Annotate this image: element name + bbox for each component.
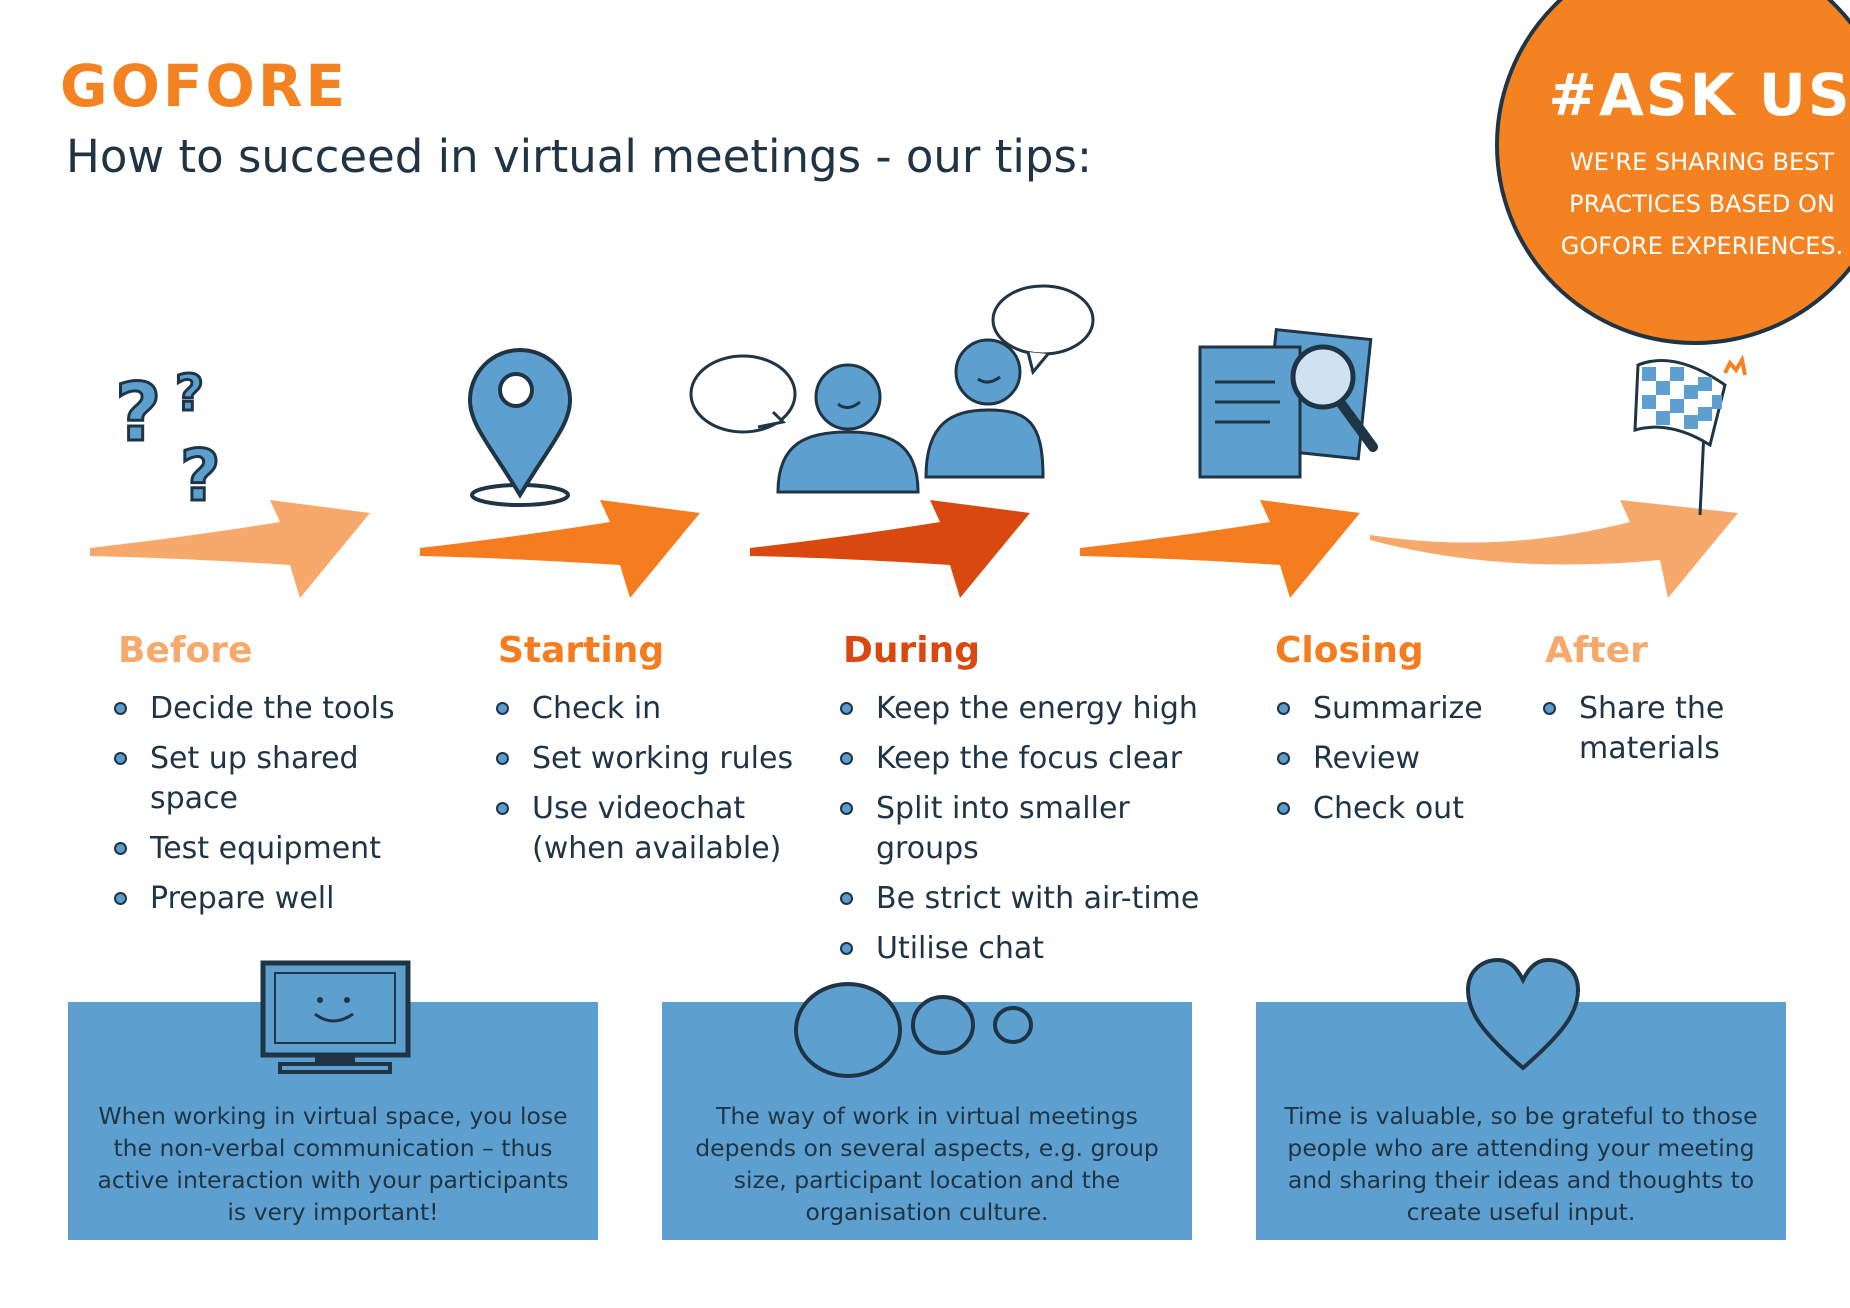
arrow-during xyxy=(750,500,1030,598)
list-item: Test equipment xyxy=(114,829,454,869)
tips-list-during: Keep the energy high Keep the focus clea… xyxy=(840,689,1240,979)
stage-heading-closing: Closing xyxy=(1275,630,1424,671)
card-text: The way of work in virtual meetings depe… xyxy=(695,1102,1159,1226)
people-chatting-icon xyxy=(689,284,1095,494)
svg-text:?: ? xyxy=(175,364,204,422)
bullet-icon xyxy=(496,702,509,715)
list-item: Check in xyxy=(496,689,796,729)
card-text: Time is valuable, so be grateful to thos… xyxy=(1284,1102,1758,1226)
list-item: Summarize xyxy=(1277,689,1517,729)
arrow-closing xyxy=(1080,500,1360,598)
info-card-nonverbal: When working in virtual space, you lose … xyxy=(68,1002,598,1240)
stage-heading-before: Before xyxy=(118,630,253,671)
bullet-icon xyxy=(114,702,127,715)
list-item: Set up shared space xyxy=(114,739,454,819)
list-item: Keep the focus clear xyxy=(840,739,1240,779)
bullet-icon xyxy=(840,702,853,715)
page-title: How to succeed in virtual meetings - our… xyxy=(66,130,1093,183)
location-pin-icon xyxy=(467,348,573,507)
bullet-icon xyxy=(1277,702,1290,715)
arrow-before xyxy=(90,500,370,598)
bullet-icon xyxy=(496,752,509,765)
tips-list-after: Share the materials xyxy=(1543,689,1743,779)
badge-line: GOFORE EXPERIENCES. xyxy=(1561,232,1844,260)
question-marks-icon: ? ? ? xyxy=(114,363,223,519)
list-item: Review xyxy=(1277,739,1517,779)
smiling-monitor-icon xyxy=(260,960,411,1074)
arrow-starting xyxy=(420,500,700,598)
tips-list-before: Decide the tools Set up shared space Tes… xyxy=(114,689,454,929)
list-item: Keep the energy high xyxy=(840,689,1240,729)
stage-heading-after: After xyxy=(1545,630,1648,671)
list-item: Decide the tools xyxy=(114,689,454,729)
tips-list-closing: Summarize Review Check out xyxy=(1277,689,1517,839)
bullet-icon xyxy=(496,802,509,815)
checkered-flag-icon xyxy=(1633,354,1747,516)
tips-list-starting: Check in Set working rules Use videochat… xyxy=(496,689,796,879)
documents-magnifier-icon xyxy=(1198,327,1378,479)
svg-text:?: ? xyxy=(115,366,161,459)
card-text: When working in virtual space, you lose … xyxy=(97,1102,569,1226)
thought-bubbles-icon xyxy=(794,982,1033,1078)
list-item: Split into smaller groups xyxy=(840,789,1240,869)
list-item: Check out xyxy=(1277,789,1517,829)
list-item: Set working rules xyxy=(496,739,796,779)
badge-line: PRACTICES BASED ON xyxy=(1569,190,1835,218)
stage-heading-during: During xyxy=(843,630,981,671)
bullet-icon xyxy=(114,752,127,765)
bullet-icon xyxy=(840,942,853,955)
bullet-icon xyxy=(1543,702,1556,715)
bullet-icon xyxy=(840,752,853,765)
heart-icon xyxy=(1465,957,1581,1071)
list-item: Use videochat (when available) xyxy=(496,789,782,869)
bullet-icon xyxy=(840,892,853,905)
ask-us-badge: #ASK US WE'RE SHARING BEST PRACTICES BAS… xyxy=(1495,0,1850,345)
list-item: Be strict with air-time xyxy=(840,879,1240,919)
gofore-logo: GOFORE xyxy=(60,52,349,120)
list-item: Share the materials xyxy=(1543,689,1743,769)
bullet-icon xyxy=(1277,752,1290,765)
stage-heading-starting: Starting xyxy=(498,630,665,671)
list-item: Prepare well xyxy=(114,879,454,919)
svg-text:?: ? xyxy=(180,435,221,517)
badge-headline: #ASK US xyxy=(1548,61,1850,129)
bullet-icon xyxy=(1277,802,1290,815)
bullet-icon xyxy=(114,892,127,905)
bullet-icon xyxy=(840,802,853,815)
bullet-icon xyxy=(114,842,127,855)
badge-line: WE'RE SHARING BEST xyxy=(1570,148,1834,176)
info-card-time-valuable: Time is valuable, so be grateful to thos… xyxy=(1256,1002,1786,1240)
list-item: Utilise chat xyxy=(840,929,1240,969)
